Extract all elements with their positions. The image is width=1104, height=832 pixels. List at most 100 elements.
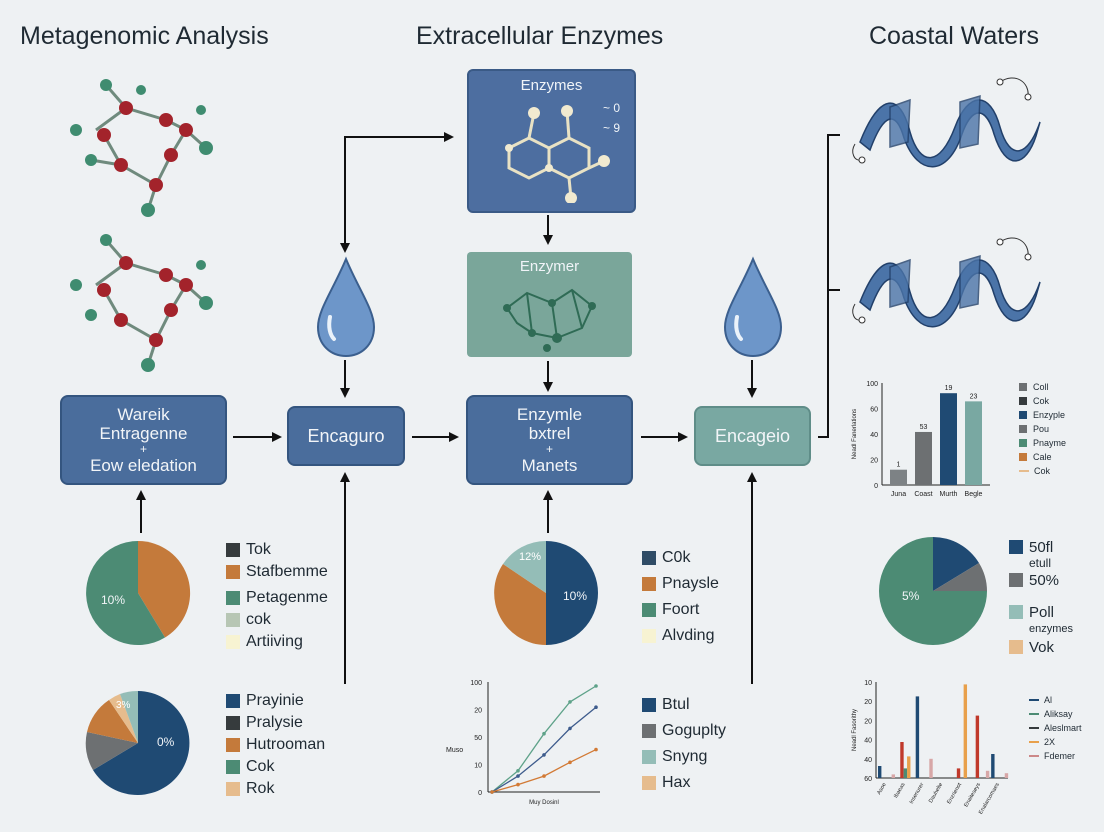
legend-label: Foort <box>662 601 700 618</box>
line-point <box>568 726 572 731</box>
line-point <box>594 747 598 752</box>
legend-item: Hutrooman <box>226 734 325 756</box>
y-tick-label: 20 <box>474 708 482 715</box>
title-extracellular-enzymes: Extracellular Enzymes <box>416 22 664 50</box>
bracket-to-coastal <box>818 134 840 438</box>
legend-item: 50fl <box>1009 538 1073 556</box>
legend-swatch <box>226 738 240 752</box>
y-tick-label: 10 <box>474 763 482 770</box>
y-tick-label: 60 <box>870 407 878 414</box>
legend-right: 50fl etull 50% Poll enzymes Vok <box>1009 538 1073 658</box>
legend-item: 2X <box>1029 735 1082 749</box>
pie-slice <box>93 691 190 795</box>
legend-swatch <box>1009 540 1023 554</box>
legend-item: Cale <box>1019 450 1066 464</box>
legend-label: Stafbemme <box>246 563 328 580</box>
legend-swatch <box>226 716 240 730</box>
legend-label: Hutrooman <box>246 736 326 753</box>
legend-label: Vok <box>1029 638 1055 656</box>
bar <box>929 758 933 778</box>
x-tick-label: Murth <box>940 491 958 498</box>
bar <box>891 774 895 778</box>
title-coastal-waters: Coastal Waters <box>869 22 1039 50</box>
legend-swatch <box>226 543 240 557</box>
enzymes-note-2: ~ 9 <box>603 121 621 135</box>
legend-item: Prayinie <box>226 690 325 712</box>
pie-slice <box>503 541 546 593</box>
bar-value-label: 19 <box>945 385 953 392</box>
legend-item: C0k <box>642 545 719 571</box>
protein-ribbon-icon <box>852 237 1041 328</box>
pie-slice <box>138 540 191 638</box>
enzymes-panel-label: Enzymes <box>520 77 583 94</box>
legend-swatch <box>642 629 656 643</box>
legend-swatch <box>1019 439 1027 447</box>
legend-item: Cok <box>226 756 325 778</box>
left-box-line-1: Wareik <box>117 404 170 424</box>
pie-slice <box>87 700 138 743</box>
y-tick-label: 20 <box>870 458 878 465</box>
y-tick-label: 50 <box>474 735 482 742</box>
pie-slice <box>879 537 987 645</box>
legend-label: Rok <box>246 780 275 797</box>
legend-label: Snyng <box>662 748 708 765</box>
legend-swatch <box>226 565 240 579</box>
legend-label: Tok <box>246 541 271 558</box>
legend-item: Cok <box>1019 464 1066 478</box>
bar <box>915 431 932 485</box>
legend-bar-chart-1: Coll Cok Enzyple Pou Pnayme Cale Cok <box>1019 380 1066 478</box>
legend-item: Al <box>1029 693 1082 707</box>
enzyme-structure-icon <box>505 105 610 203</box>
left-box-line-3: + <box>139 441 147 456</box>
x-tick-label: Ibaeas <box>893 782 907 800</box>
encaguro-box: Encaguro <box>287 406 405 466</box>
legend-swatch <box>1009 640 1023 654</box>
legend-swatch <box>226 694 240 708</box>
legend-item: Alvding <box>642 623 719 649</box>
left-process-box-text: Wareik Entragenne + Eow eledation <box>90 405 197 476</box>
y-tick-label: 0 <box>478 790 482 797</box>
encageio-box: Encageio <box>694 406 811 466</box>
legend-swatch <box>1019 453 1027 461</box>
legend-item: Pralysie <box>226 712 325 734</box>
bar <box>975 715 980 778</box>
legend-item: Pnayme <box>1019 436 1066 450</box>
line-point <box>516 769 520 773</box>
bar <box>965 401 982 485</box>
legend-item: Pou <box>1019 422 1066 436</box>
y-tick-label: 10 <box>864 680 872 687</box>
pie-slice <box>85 732 138 770</box>
legend-swatch <box>1029 755 1039 757</box>
molecule-icon <box>70 79 213 217</box>
legend-item: Hax <box>642 770 726 796</box>
x-tick-label: Enzrienot <box>946 782 963 806</box>
legend-swatch <box>1019 383 1027 391</box>
legend-item: Vok <box>1009 636 1073 658</box>
legend-item: Aliksay <box>1029 707 1082 721</box>
y-axis-label: Neadl Fasorithy <box>852 709 858 751</box>
legend-item: Aleslmart <box>1029 721 1082 735</box>
legend-swatch <box>642 698 656 712</box>
bar <box>991 754 995 778</box>
legend-label: Cale <box>1033 452 1052 462</box>
pie-chart-left-top: 10% <box>86 540 191 645</box>
enzymer-panel-label: Enzymer <box>519 258 580 275</box>
legend-swatch <box>642 724 656 738</box>
enzymes-panel: Enzymes ~ 0 ~ 9 <box>467 69 636 213</box>
bar <box>1004 773 1009 778</box>
legend-label: Pnaysle <box>662 575 719 592</box>
pie-slice <box>933 537 979 591</box>
arrow-to-enzymes-panel <box>344 132 454 240</box>
legend-swatch <box>642 776 656 790</box>
legend-swatch <box>642 577 656 591</box>
middle-box-line-2: bxtrel <box>528 423 571 443</box>
x-axis-label: Muy Dosinl <box>529 800 559 806</box>
legend-item: Enzyple <box>1019 408 1066 422</box>
bar <box>956 768 961 778</box>
legend-label: Coll <box>1033 382 1049 392</box>
legend-left-bottom: Prayinie Pralysie Hutrooman Cok Rok <box>226 690 325 800</box>
legend-label: Al <box>1044 695 1053 705</box>
pie-slice <box>494 564 546 645</box>
